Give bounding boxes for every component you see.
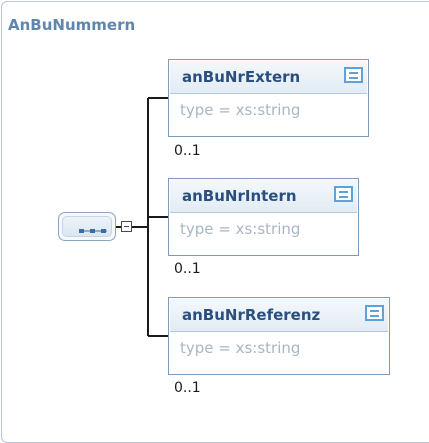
cardinality-label: 0..1 (174, 380, 201, 396)
connector-lines (116, 97, 168, 337)
minus-box-icon[interactable] (121, 221, 132, 232)
documentation-icon[interactable] (334, 186, 353, 202)
cardinality-label: 0..1 (174, 261, 201, 277)
element-name: anBuNrIntern (182, 187, 297, 205)
cardinality-label: 0..1 (174, 143, 201, 159)
element-header: anBuNrExtern (170, 61, 367, 94)
element-name: anBuNrReferenz (182, 306, 321, 324)
documentation-icon[interactable] (344, 67, 363, 83)
element-type: type = xs:string (180, 101, 301, 119)
diagram-title: AnBuNummern (8, 16, 136, 34)
element-header: anBuNrIntern (170, 180, 357, 213)
element-box-anbunrreferenz[interactable]: anBuNrReferenz type = xs:string (168, 297, 390, 375)
element-box-anbunrintern[interactable]: anBuNrIntern type = xs:string (168, 178, 359, 256)
element-name: anBuNrExtern (182, 68, 301, 86)
element-header: anBuNrReferenz (170, 299, 388, 332)
sequence-dots-icon (79, 229, 107, 233)
element-box-anbunrextern[interactable]: anBuNrExtern type = xs:string (168, 59, 369, 137)
documentation-icon[interactable] (365, 305, 384, 321)
element-type: type = xs:string (180, 220, 301, 238)
sequence-compositor[interactable] (58, 212, 116, 241)
element-type: type = xs:string (180, 339, 301, 357)
